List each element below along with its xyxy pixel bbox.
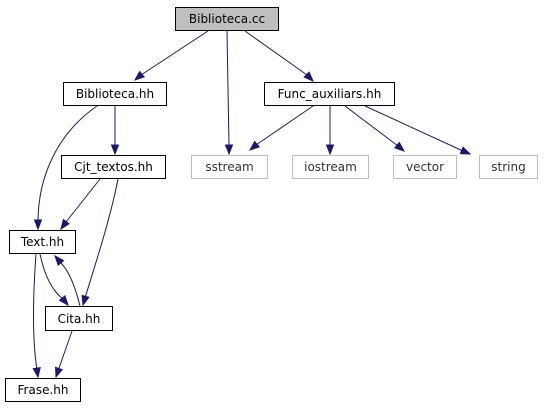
node-label: Cita.hh [58,312,101,326]
edge-biblioteca-cc-to-sstream [224,30,234,156]
edge-text-hh-to-frase-hh [32,253,41,379]
edge-biblioteca-cc-to-biblioteca-hh [133,30,209,81]
edge-func-auxiliars-hh-to-sstream [248,105,314,151]
node-label: Func_auxiliars.hh [278,87,382,101]
node-label: iostream [304,160,357,174]
edge-line [33,253,38,371]
node-cjt-textos-hh[interactable]: Cjt_textos.hh [61,155,166,179]
node-label: vector [406,160,444,174]
edge-arrowhead [60,218,70,231]
node-cita-hh[interactable]: Cita.hh [45,306,113,331]
node-text-hh[interactable]: Text.hh [9,230,76,254]
node-vector: vector [393,155,457,179]
node-label: Frase.hh [18,383,69,397]
node-label: sstream [205,160,253,174]
edges-layer [32,30,472,379]
edge-func-auxiliars-hh-to-iostream [325,106,335,156]
edge-line-tail [255,143,258,146]
nodes-layer: Biblioteca.cc Biblioteca.hh Func_auxilia… [5,7,538,402]
edge-line [60,262,81,307]
edge-biblioteca-cc-to-func-auxiliars-hh [244,30,314,82]
node-func-auxiliars-hh[interactable]: Func_auxiliars.hh [264,82,395,106]
edge-cita-hh-to-frase-hh [54,330,73,379]
edge-line [57,330,73,372]
edge-text-hh-to-cita-hh [39,253,69,307]
node-sstream: sstream [191,155,268,179]
node-label: Cjt_textos.hh [74,160,153,174]
edge-cjt-textos-hh-to-text-hh [60,178,101,231]
edge-line [140,30,209,76]
node-label: Biblioteca.cc [189,12,265,26]
edge-line-tail [61,297,64,300]
edge-cjt-textos-hh-to-cita-hh [81,178,119,307]
node-label: string [491,160,525,174]
edge-line [226,30,230,147]
edge-line-tail [396,144,399,147]
node-frase-hh[interactable]: Frase.hh [5,378,81,402]
edge-biblioteca-hh-to-cjt-textos-hh [110,106,120,156]
edge-arrowhead [248,140,261,151]
edge-line [84,178,119,299]
node-iostream: iostream [292,155,369,179]
edge-line [364,105,464,152]
edge-line-tail [57,368,60,372]
node-label: Biblioteca.hh [76,87,154,101]
node-label: Text.hh [20,235,64,249]
edge-line [39,253,64,300]
edge-arrowhead [133,70,146,81]
edge-line-tail [461,149,464,152]
edge-line [244,30,308,76]
edge-func-auxiliars-hh-to-string [364,105,472,155]
edge-arrowhead [393,141,406,152]
edge-line [255,105,314,146]
node-biblioteca-hh[interactable]: Biblioteca.hh [63,82,167,106]
edge-line [37,105,98,223]
edge-line [344,105,399,147]
edge-line-tail [140,73,143,76]
edge-biblioteca-hh-to-text-hh [33,105,98,231]
edge-func-auxiliars-hh-to-vector [344,105,406,152]
edge-line [65,178,101,223]
node-string: string [479,155,538,179]
node-biblioteca-cc: Biblioteca.cc [175,7,279,31]
edge-arrowhead [224,144,234,156]
edge-cita-hh-to-text-hh [54,254,81,307]
